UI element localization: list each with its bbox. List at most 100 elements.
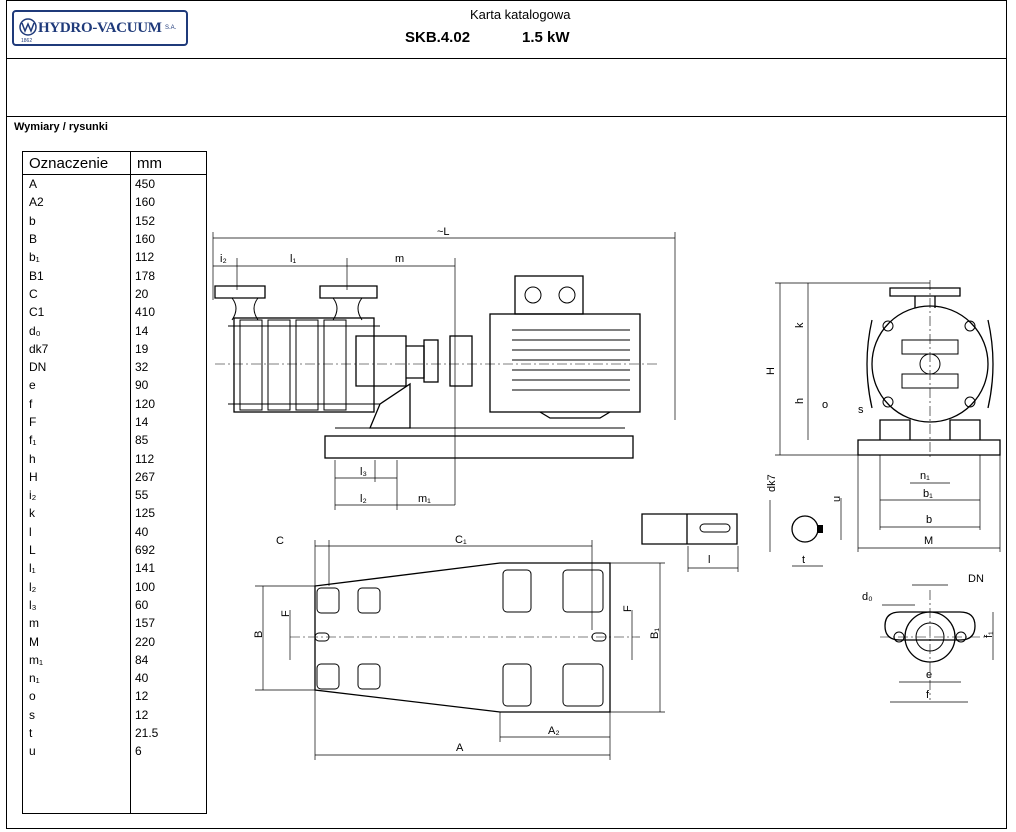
catalog-card-frame xyxy=(6,0,1007,829)
dim-label-m: m xyxy=(395,253,404,265)
designation-cell: DN xyxy=(22,357,131,377)
value-mm-cell: 267 xyxy=(130,467,207,487)
divider xyxy=(6,58,1007,59)
dim-label-s: s xyxy=(858,404,864,416)
dim-label-d0: d₀ xyxy=(862,591,873,603)
value-mm-cell: 19 xyxy=(130,339,207,358)
dim-label-DN: DN xyxy=(968,573,984,585)
dim-label-l1: l₁ xyxy=(290,253,296,265)
dim-label-F-right: F xyxy=(622,605,634,612)
dim-label-A: A xyxy=(456,742,464,754)
logo-text: HYDRO-VACUUM xyxy=(38,20,162,36)
dim-label-u: u xyxy=(831,496,843,502)
power-rating: 1.5 kW xyxy=(522,29,570,46)
designation-cell: A2 xyxy=(22,193,131,212)
divider xyxy=(6,116,1007,117)
dim-label-f1: f₁ xyxy=(983,631,995,638)
dim-label-B: B xyxy=(253,631,265,638)
empty-cell xyxy=(22,760,131,814)
value-mm-cell: 120 xyxy=(130,394,207,413)
value-mm-cell: 160 xyxy=(130,229,207,249)
value-mm-cell: 14 xyxy=(130,412,207,432)
dim-label-f: f xyxy=(926,689,930,701)
dim-label-b: b xyxy=(926,514,932,526)
value-mm-cell: 220 xyxy=(130,632,207,651)
designation-cell: dk7 xyxy=(22,339,131,358)
dim-label-b1: b₁ xyxy=(923,488,933,500)
dim-label-k: k xyxy=(794,322,806,328)
table-filler-row xyxy=(22,760,207,814)
dim-label-m1: m₁ xyxy=(418,493,431,505)
base-plate-plan: C C₁ B F F B₁ A₂ A xyxy=(253,534,665,760)
dim-label-M: M xyxy=(924,535,933,547)
dim-label-h: h xyxy=(794,398,806,404)
logo-emblem-icon xyxy=(19,18,37,36)
value-mm-cell: 178 xyxy=(130,266,207,285)
dim-label-C1: C₁ xyxy=(455,534,467,546)
value-mm-cell: 157 xyxy=(130,614,207,633)
value-mm-cell: 21.5 xyxy=(130,723,207,743)
section-title: Wymiary / rysunki xyxy=(14,121,108,133)
company-logo: HYDRO-VACUUM S.A. 1862 xyxy=(12,10,188,46)
flange-detail-drawing: DN d₀ f₁ e f xyxy=(862,573,995,703)
value-mm-cell: 32 xyxy=(130,357,207,377)
value-mm-cell: 85 xyxy=(130,431,207,450)
value-mm-cell: 12 xyxy=(130,687,207,706)
dim-label-H: H xyxy=(765,367,777,375)
dim-label-l3: l₃ xyxy=(360,466,367,478)
end-view-drawing: H k h o s n₁ b₁ b M xyxy=(765,280,1001,552)
value-mm-cell: 160 xyxy=(130,193,207,212)
side-view-drawing: ~L i₂ l₁ m l₃ l₂ m₁ xyxy=(212,226,676,510)
dim-label-B1: B₁ xyxy=(649,628,661,639)
dim-label-o: o xyxy=(822,399,828,411)
model-code: SKB.4.02 xyxy=(405,29,471,46)
value-mm-cell: 125 xyxy=(130,504,207,523)
designation-cell: C1 xyxy=(22,303,131,322)
value-mm-cell: 12 xyxy=(130,705,207,724)
value-mm-cell: 60 xyxy=(130,595,207,615)
dim-label-e: e xyxy=(926,669,932,681)
value-mm-cell: 152 xyxy=(130,211,207,230)
dim-label-F-left: F xyxy=(280,610,292,617)
value-mm-cell: 410 xyxy=(130,303,207,322)
value-mm-cell: 112 xyxy=(130,449,207,468)
column-header-designation: Oznaczenie xyxy=(22,151,131,175)
designation-cell: B1 xyxy=(22,266,131,285)
value-mm-cell: 6 xyxy=(130,742,207,761)
value-mm-cell: 84 xyxy=(130,650,207,670)
dim-label-A2: A₂ xyxy=(548,725,560,737)
value-mm-cell: 40 xyxy=(130,522,207,541)
